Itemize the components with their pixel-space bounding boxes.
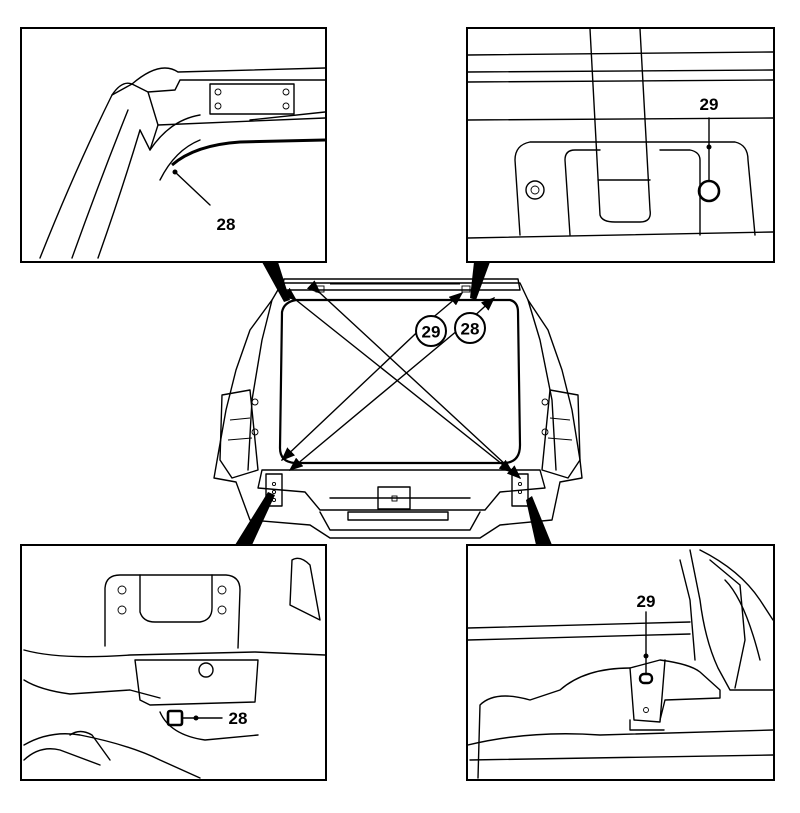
callout-29-bottom-right: 29: [637, 592, 656, 611]
location-arrows: [280, 280, 522, 479]
center-callout-29: 29: [422, 323, 441, 342]
vehicle-rear-view: [213, 278, 583, 539]
detail-panel-bottom-left: 28: [20, 544, 327, 781]
detail-panel-top-left: 28: [20, 27, 327, 263]
center-callouts: 29 28: [415, 312, 486, 347]
center-callout-28: 28: [461, 320, 480, 339]
detail-panel-top-right: 29: [466, 27, 775, 263]
callout-28-top-left: 28: [217, 215, 236, 234]
detail-panel-bottom-right: 29: [466, 544, 775, 781]
callout-29-top-right: 29: [700, 95, 719, 114]
callout-28-bottom-left: 28: [229, 709, 248, 728]
